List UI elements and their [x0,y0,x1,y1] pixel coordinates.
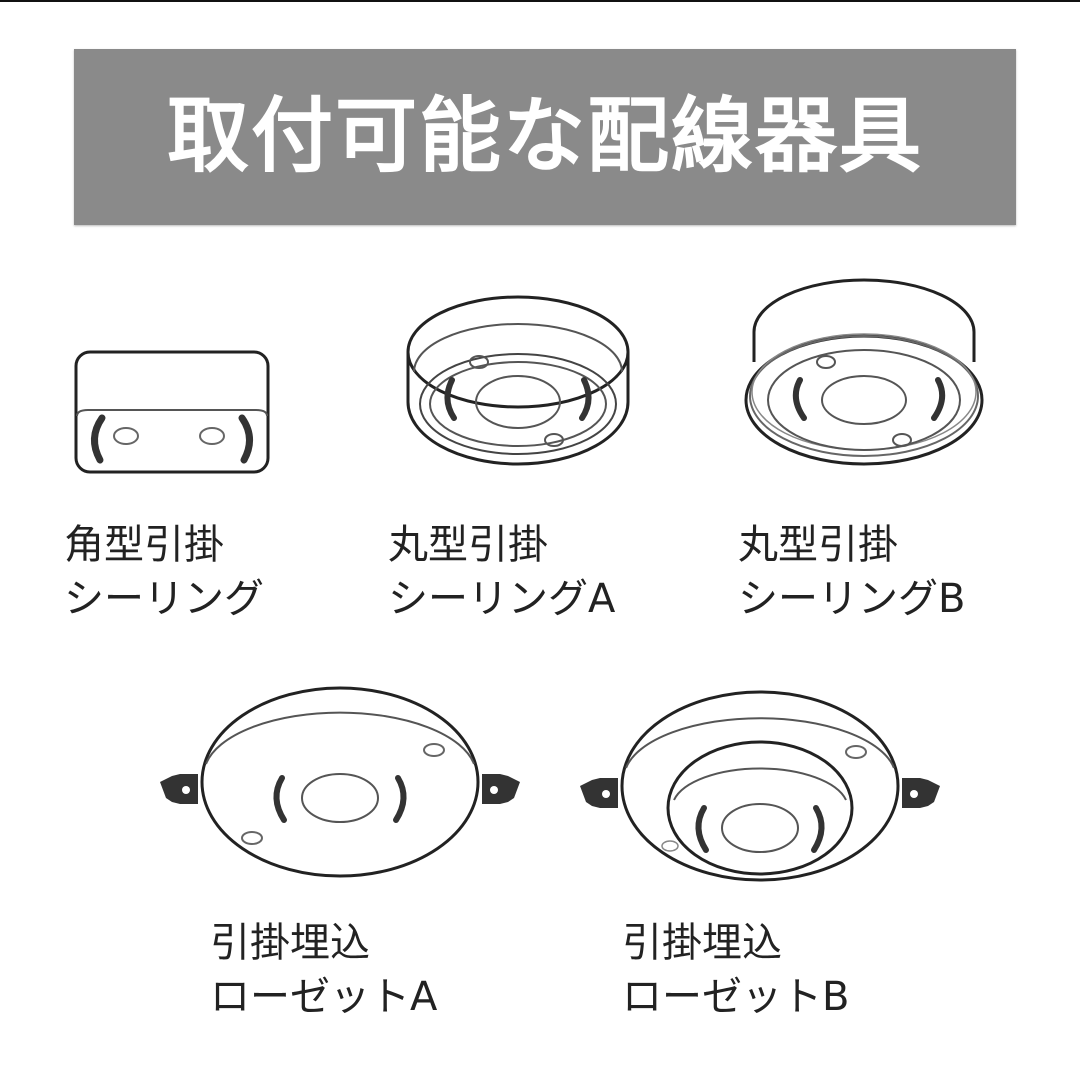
fixture-label-embedded-rosette-a: 引掛埋込 ローゼットA [210,916,437,1024]
label-line-1: 丸型引掛 [388,522,548,568]
label-line-2: シーリングA [388,576,616,622]
label-line-2: シーリング [64,576,264,622]
label-line-1: 角型引掛 [64,522,224,568]
page-title: 取付可能な配線器具 [166,89,923,184]
label-line-2: ローゼットA [210,974,438,1020]
top-border [0,0,1080,2]
fixture-label-square-ceiling: 角型引掛 シーリング [64,518,264,626]
label-line-1: 引掛埋込 [622,920,782,966]
label-line-2: シーリングB [738,576,966,622]
fixture-label-round-ceiling-a: 丸型引掛 シーリングA [388,518,615,626]
round-ceiling-a-illustration [402,292,634,472]
square-ceiling-illustration [74,350,270,475]
title-banner: 取付可能な配線器具 [74,49,1016,225]
round-ceiling-b-illustration [742,272,986,472]
embedded-rosette-b-illustration [578,680,942,882]
label-line-2: ローゼットB [622,974,850,1020]
embedded-rosette-a-illustration [158,682,522,878]
label-line-1: 丸型引掛 [738,522,898,568]
fixture-label-embedded-rosette-b: 引掛埋込 ローゼットB [622,916,849,1024]
fixture-label-round-ceiling-b: 丸型引掛 シーリングB [738,518,965,626]
label-line-1: 引掛埋込 [210,920,370,966]
